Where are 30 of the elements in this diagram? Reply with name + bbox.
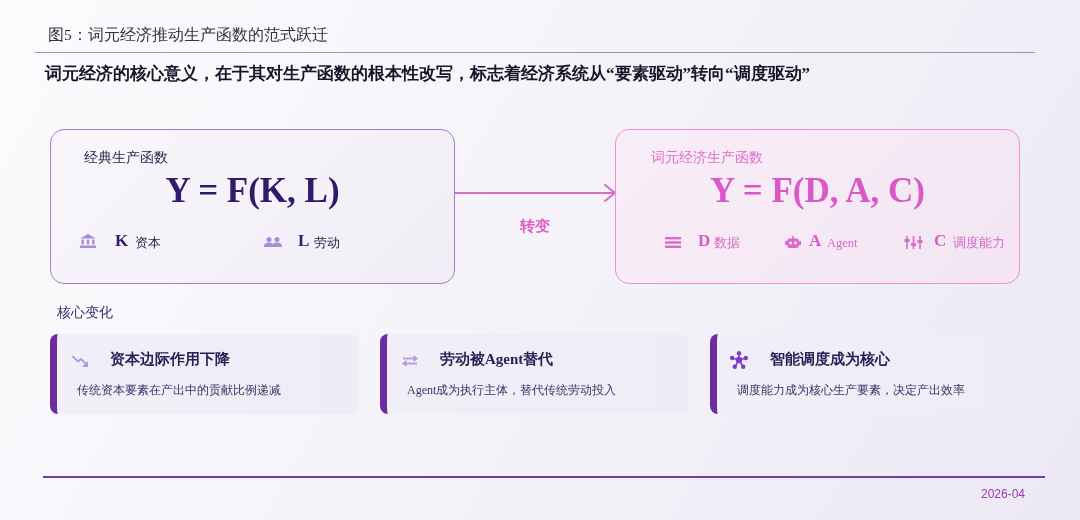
function-panel <box>615 129 1020 284</box>
edge-label: 转变 <box>520 217 550 235</box>
variable-symbol: K <box>115 231 129 252</box>
variable-name: 劳动 <box>314 236 340 251</box>
formula: Y = F(K, L) <box>164 170 341 212</box>
card-description: 传统资本要素在产出中的贡献比例递减 <box>77 383 281 398</box>
variable-name: 调度能力 <box>953 236 1005 251</box>
figure-title: 图5：词元经济推动生产函数的范式跃迁 <box>48 26 328 45</box>
arrow <box>454 183 617 203</box>
card-title: 劳动被Agent替代 <box>440 350 554 368</box>
panel-heading: 词元经济生产函数 <box>651 150 763 167</box>
subtitle: 词元经济的核心意义，在于其对生产函数的根本性改写，标志着经济系统从“要素驱动”转向“调度驱动” <box>45 64 810 85</box>
function-panel <box>50 129 455 284</box>
change-card <box>50 334 359 414</box>
formula: Y = F(D, A, C) <box>709 170 926 212</box>
card-description: 调度能力成为核心生产要素，决定产出效率 <box>737 383 965 398</box>
variable-symbol: L <box>298 231 310 252</box>
variable-name: 数据 <box>714 236 740 251</box>
card-title: 资本边际作用下降 <box>110 350 230 368</box>
variable-name: 资本 <box>135 236 161 251</box>
card-description: Agent成为执行主体，替代传统劳动投入 <box>407 383 617 398</box>
panel-heading: 经典生产函数 <box>84 150 168 167</box>
variable-name: Agent <box>827 236 858 251</box>
change-card <box>380 334 689 414</box>
variable-symbol: A <box>809 231 822 252</box>
variable-symbol: D <box>698 231 711 252</box>
variable-symbol: C <box>934 231 947 252</box>
section-heading: 核心变化 <box>57 305 113 322</box>
date-text: 2026-04 <box>980 487 1025 502</box>
card-title: 智能调度成为核心 <box>770 350 890 368</box>
